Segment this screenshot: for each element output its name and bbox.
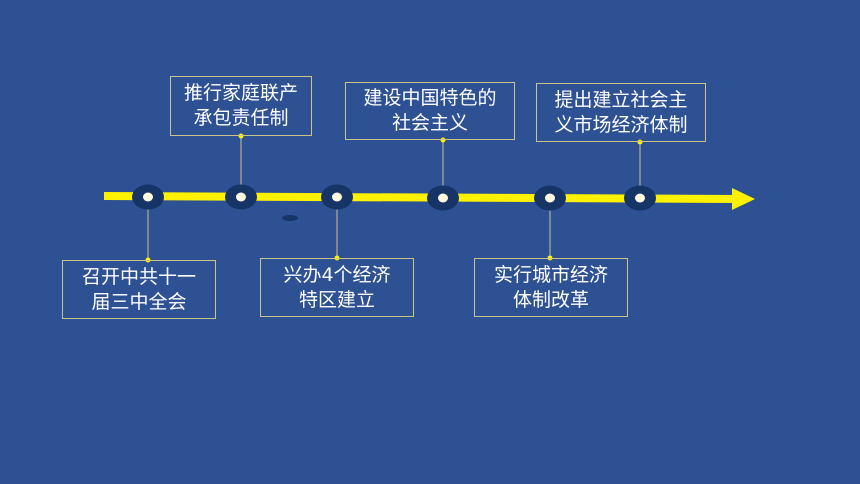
event-label-line: 义市场经济体制 — [554, 113, 688, 136]
event-label-line: 届三中全会 — [91, 290, 187, 313]
event-box-special-economic-zones: 兴办4个经济 特区建立 — [260, 258, 414, 317]
connector-dot — [637, 139, 643, 145]
timeline-node-center — [332, 192, 342, 202]
event-box-third-plenum: 召开中共十一 届三中全会 — [62, 260, 216, 319]
timeline-node-center — [438, 193, 448, 203]
connector-dot — [440, 137, 446, 143]
event-label-line: 实行城市经济 — [493, 263, 608, 286]
timeline-node-center — [236, 192, 246, 202]
event-label-line: 体制改革 — [512, 288, 589, 311]
event-label-line: 提出建立社会主 — [554, 88, 688, 111]
event-label-line: 兴办4个经济 — [283, 263, 391, 286]
connector-dot — [238, 133, 244, 139]
event-label-line: 承包责任制 — [193, 107, 289, 129]
timeline-node-center — [635, 193, 645, 203]
event-label-line: 推行家庭联产 — [183, 82, 298, 104]
event-box-household-responsibility: 推行家庭联产 承包责任制 — [170, 76, 312, 136]
event-box-urban-reform: 实行城市经济 体制改革 — [474, 258, 628, 317]
event-box-chinese-socialism: 建设中国特色的 社会主义 — [345, 82, 515, 140]
event-label-line: 建设中国特色的 — [363, 87, 497, 109]
event-label-line: 召开中共十一 — [81, 265, 196, 288]
event-label-line: 社会主义 — [391, 112, 468, 134]
decorative-mark — [282, 215, 298, 221]
event-label-line: 特区建立 — [298, 288, 375, 311]
timeline-node-center — [545, 193, 555, 203]
timeline-node-center — [143, 192, 153, 202]
timeline-arrow-icon — [732, 188, 755, 210]
event-box-market-economy: 提出建立社会主 义市场经济体制 — [536, 83, 706, 142]
